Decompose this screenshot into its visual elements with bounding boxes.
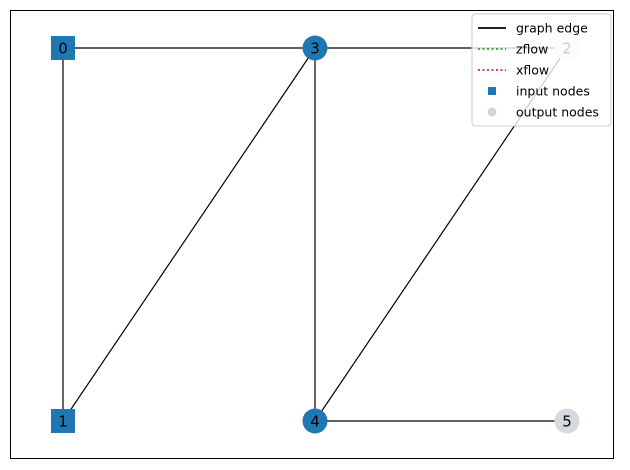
legend-item-output-nodes: output nodes — [487, 105, 599, 120]
legend-square-swatch — [488, 87, 496, 95]
node-5-label: 5 — [562, 413, 572, 431]
node-3-circle — [302, 35, 328, 61]
legend-label: xflow — [516, 63, 549, 78]
legend-label: output nodes — [516, 105, 599, 120]
node-3-label: 3 — [310, 40, 320, 58]
node-5: 5 — [554, 408, 580, 434]
node-4-label: 4 — [310, 413, 320, 431]
legend-label: zflow — [516, 42, 548, 57]
node-1: 1 — [51, 409, 75, 433]
legend-item-graph-edge: graph edge — [478, 21, 588, 36]
node-4: 4 — [302, 408, 328, 434]
node-3: 3 — [302, 35, 328, 61]
node-4-circle — [302, 408, 328, 434]
legend-label: graph edge — [516, 21, 588, 36]
node-0: 0 — [51, 36, 75, 60]
legend-item-input-nodes: input nodes — [488, 84, 590, 99]
node-1-label: 1 — [58, 413, 68, 431]
legend: graph edge zflow xflow input nodes output no… — [471, 13, 612, 127]
edge-3-1 — [62, 47, 316, 422]
legend-item-zflow: zflow — [478, 42, 548, 57]
node-0-label: 0 — [58, 40, 68, 58]
legend-label: input nodes — [516, 84, 590, 99]
legend-item-xflow: xflow — [478, 63, 549, 78]
legend-circle-swatch — [487, 107, 497, 117]
node-1-square — [51, 409, 75, 433]
legend-box — [471, 13, 612, 127]
plot-frame — [10, 10, 614, 459]
node-0-square — [51, 36, 75, 60]
node-5-circle — [554, 408, 580, 434]
